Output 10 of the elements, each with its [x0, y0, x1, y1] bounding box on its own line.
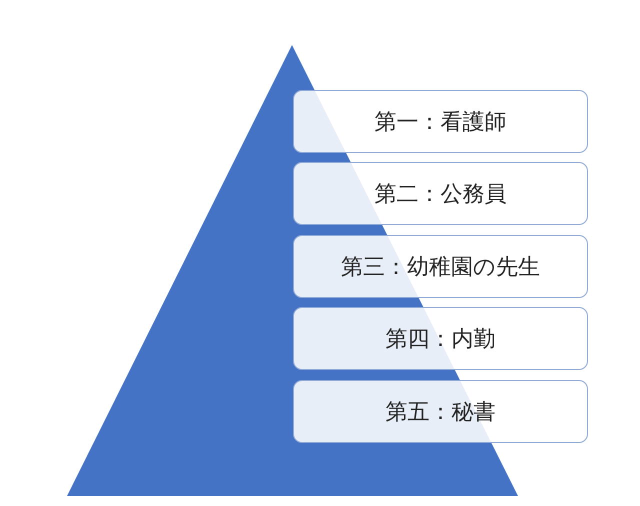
- rank-box: [293, 162, 588, 225]
- rank-box: [293, 235, 588, 298]
- rank-label: 第三：幼稚園の先生: [341, 254, 540, 282]
- rank-label: 第五：秘書: [386, 398, 496, 426]
- rank-box: [293, 380, 588, 443]
- rank-box: [293, 90, 588, 153]
- rank-label: 第二：公務員: [374, 180, 506, 208]
- rank-box: [293, 307, 588, 370]
- rank-label: 第四：内勤: [386, 326, 496, 354]
- rank-label: 第一：看護師: [374, 108, 506, 136]
